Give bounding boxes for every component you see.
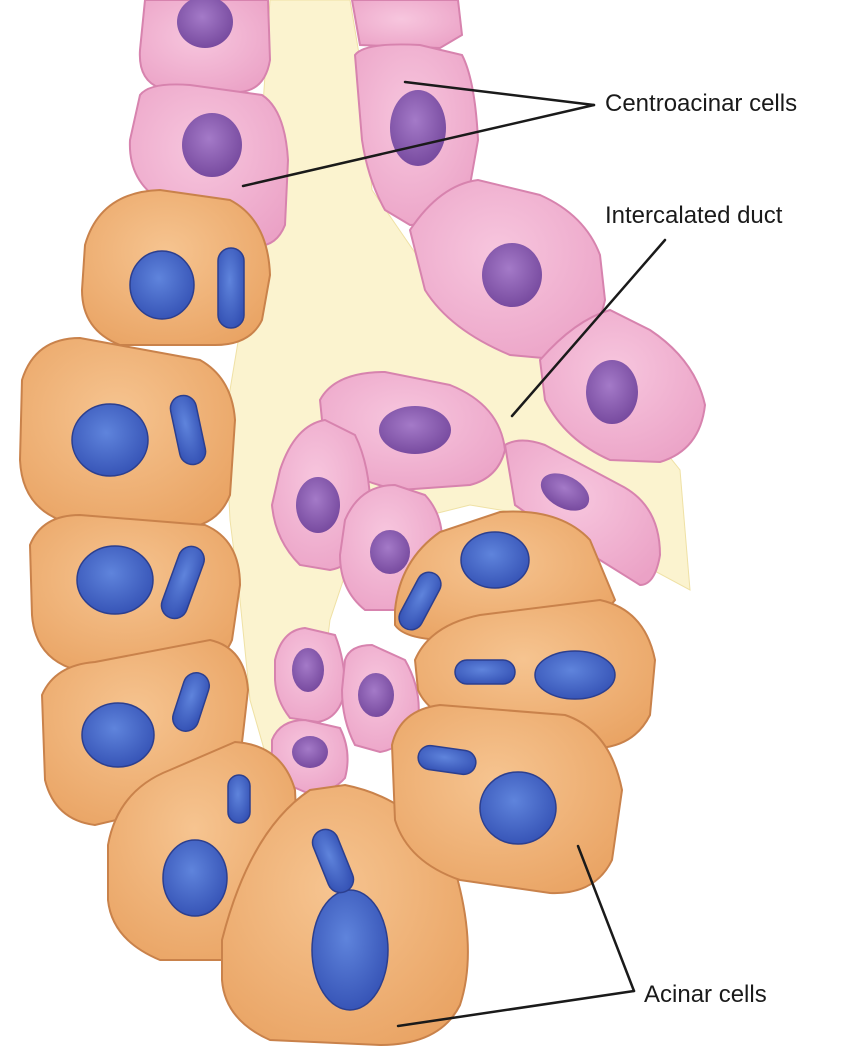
acinar-nucleus xyxy=(228,775,250,823)
duct-nucleus xyxy=(292,648,324,692)
acinar-nucleus xyxy=(72,404,148,476)
duct-nucleus xyxy=(379,406,451,454)
acinar-nucleus xyxy=(480,772,556,844)
acinar-nucleus xyxy=(455,660,515,684)
acinar-nucleus xyxy=(130,251,194,319)
acinar-nucleus xyxy=(312,890,388,1010)
duct-nucleus xyxy=(370,530,410,574)
label-acinar-cells: Acinar cells xyxy=(644,983,767,1007)
acinar-nucleus xyxy=(77,546,153,614)
acinar-nucleus xyxy=(82,703,154,767)
acinar-nucleus xyxy=(218,248,244,328)
duct-nucleus xyxy=(296,477,340,533)
acinar-nucleus xyxy=(461,532,529,588)
duct-nucleus xyxy=(586,360,638,424)
acinar-nucleus xyxy=(535,651,615,699)
duct-nucleus xyxy=(482,243,542,307)
duct-nucleus xyxy=(182,113,242,177)
duct-nucleus xyxy=(358,673,394,717)
label-intercalated-duct: Intercalated duct xyxy=(605,204,782,228)
duct-cell xyxy=(352,0,462,48)
duct-nucleus xyxy=(390,90,446,166)
acinar-nucleus xyxy=(163,840,227,916)
label-centroacinar-cells: Centroacinar cells xyxy=(605,92,797,116)
duct-nucleus xyxy=(292,736,328,768)
